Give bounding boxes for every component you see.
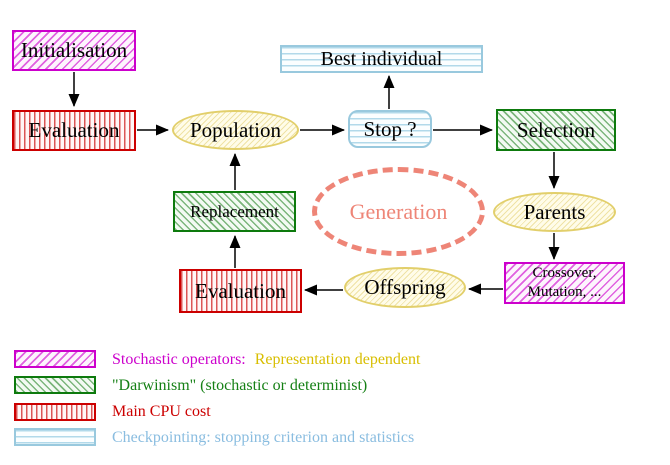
node-evaluation-top: Evaluation <box>12 110 136 151</box>
node-parents: Parents <box>493 192 616 232</box>
crossover-line1: Crossover, <box>532 265 597 282</box>
legend-swatch-cpu-cost <box>14 403 96 421</box>
crossover-line2: Mutation, ... <box>527 284 602 300</box>
node-selection: Selection <box>496 109 616 151</box>
node-best-individual: Best individual <box>280 45 483 73</box>
legend-stochastic-part2: Representation dependent <box>254 351 421 368</box>
node-offspring: Offspring <box>344 267 466 308</box>
legend-swatch-darwinism <box>14 376 96 394</box>
legend-swatch-stochastic-operators <box>14 350 96 368</box>
node-population: Population <box>172 110 299 150</box>
node-initialisation: Initialisation <box>12 30 136 71</box>
legend-label-checkpointing: Checkpointing: stopping criterion and st… <box>112 429 415 446</box>
legend-label-cpu-cost: Main CPU cost <box>112 403 211 420</box>
node-replacement: Replacement <box>173 191 296 232</box>
node-stop: Stop ? <box>348 110 432 148</box>
legend-swatch-checkpointing <box>14 428 96 446</box>
legend-stochastic-part1: Stochastic operators: <box>112 351 246 368</box>
node-generation-loop: Generation <box>312 167 485 256</box>
legend-label-stochastic-operators: Stochastic operators: Representation depe… <box>112 351 420 369</box>
node-crossover-mutation: Crossover, Mutation, ... <box>504 262 625 304</box>
node-evaluation-bottom: Evaluation <box>179 269 302 313</box>
legend-label-darwinism: "Darwinism" (stochastic or determinist) <box>112 377 368 394</box>
